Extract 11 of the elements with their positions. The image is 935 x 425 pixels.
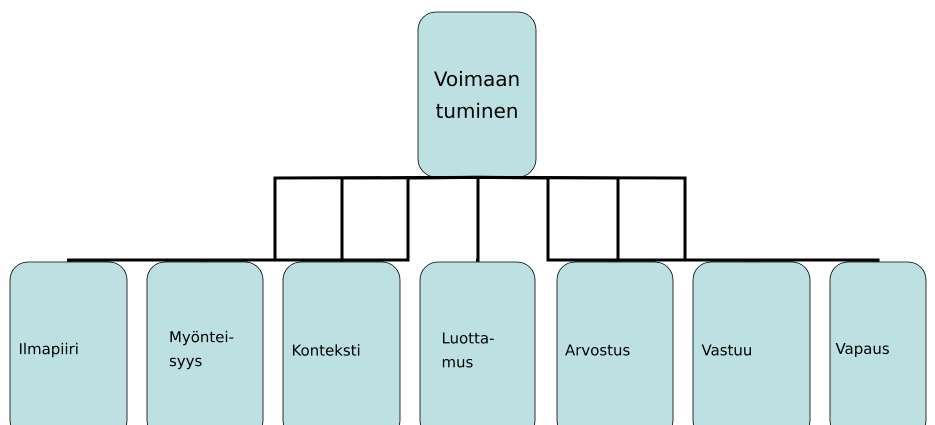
connector-line: [477, 176, 880, 263]
concept-box: Ilmapiiri: [10, 262, 128, 425]
concept-box: Voimaan tuminen: [418, 12, 536, 178]
concept-box: Luotta- mus: [420, 262, 536, 425]
concept-box: Vapaus: [830, 262, 926, 425]
concept-box: Konteksti: [282, 262, 400, 425]
concept-box: Arvostus: [556, 262, 674, 425]
connector-line: [340, 176, 478, 262]
connector-line: [476, 176, 480, 262]
concept-box: Myöntei- syys: [146, 262, 264, 425]
concept-box: Vastuu: [692, 262, 810, 425]
